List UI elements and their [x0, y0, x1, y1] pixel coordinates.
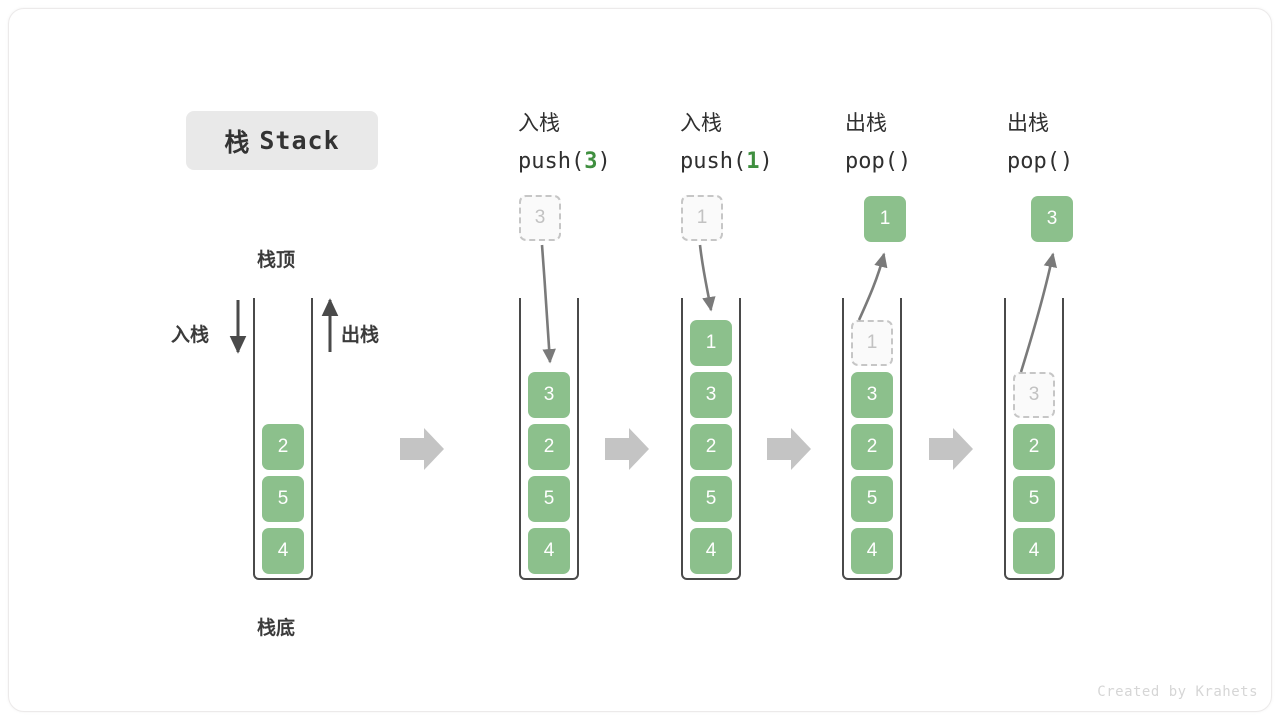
stack-item: 4: [528, 528, 570, 574]
stack-item-ghost: 3: [1013, 372, 1055, 418]
heading-code-push-3: push(3): [518, 143, 678, 181]
code-suffix: ): [897, 149, 912, 174]
title-en: Stack: [259, 126, 340, 155]
footer-credit: Created by Krahets: [1097, 684, 1258, 700]
stack-item: 5: [690, 476, 732, 522]
stack-item: 4: [851, 528, 893, 574]
stack-item: 3: [690, 372, 732, 418]
column-heading-push-3: 入栈 push(3): [518, 105, 678, 181]
stack-top-label: 栈顶: [257, 250, 296, 271]
code-prefix: pop(: [845, 149, 898, 174]
code-suffix: ): [759, 149, 773, 174]
stack-item: 4: [690, 528, 732, 574]
code-prefix: push(: [518, 149, 585, 174]
stack-item: 5: [1013, 476, 1055, 522]
code-prefix: pop(: [1007, 149, 1060, 174]
heading-cn-pop-3: 出栈: [1007, 112, 1049, 135]
code-arg: 3: [584, 149, 598, 174]
stack-item: 2: [528, 424, 570, 470]
heading-cn-push-3: 入栈: [518, 112, 560, 135]
code-prefix: push(: [680, 149, 747, 174]
pop-direction-label: 出栈: [341, 325, 380, 346]
stack-container-pop-3: [1004, 298, 1064, 580]
stack-item: 5: [851, 476, 893, 522]
stack-item: 2: [1013, 424, 1055, 470]
heading-code-push-1: push(1): [680, 143, 840, 181]
diagram-title: 栈 Stack: [186, 111, 378, 170]
stack-item: 5: [262, 476, 304, 522]
floating-box-pop-3: 3: [1031, 196, 1073, 242]
stack-item: 2: [690, 424, 732, 470]
stack-item-ghost: 1: [851, 320, 893, 366]
heading-cn-pop-1: 出栈: [845, 112, 887, 135]
heading-cn-push-1: 入栈: [680, 112, 722, 135]
stack-container-push-1: [681, 298, 741, 580]
floating-box-push-1: 1: [681, 195, 723, 241]
column-heading-pop-3: 出栈 pop(): [1007, 105, 1167, 181]
stack-item: 3: [528, 372, 570, 418]
stack-container-pop-1: [842, 298, 902, 580]
title-cn: 栈: [224, 128, 251, 157]
code-suffix: ): [1059, 149, 1074, 174]
stack-item: 2: [262, 424, 304, 470]
code-suffix: ): [597, 149, 611, 174]
code-arg: 1: [746, 149, 760, 174]
stack-item: 1: [690, 320, 732, 366]
floating-box-pop-1: 1: [864, 196, 906, 242]
stack-item: 5: [528, 476, 570, 522]
column-heading-pop-1: 出栈 pop(): [845, 105, 1005, 181]
column-heading-push-1: 入栈 push(1): [680, 105, 840, 181]
floating-box-push-3: 3: [519, 195, 561, 241]
stack-item: 3: [851, 372, 893, 418]
push-direction-label: 入栈: [171, 325, 210, 346]
stack-container-initial: [253, 298, 313, 580]
stack-item: 2: [851, 424, 893, 470]
heading-code-pop-1: pop(): [845, 143, 1005, 181]
stack-item: 4: [262, 528, 304, 574]
stack-container-push-3: [519, 298, 579, 580]
heading-code-pop-3: pop(): [1007, 143, 1167, 181]
stack-item: 4: [1013, 528, 1055, 574]
stack-bottom-label: 栈底: [257, 618, 296, 639]
